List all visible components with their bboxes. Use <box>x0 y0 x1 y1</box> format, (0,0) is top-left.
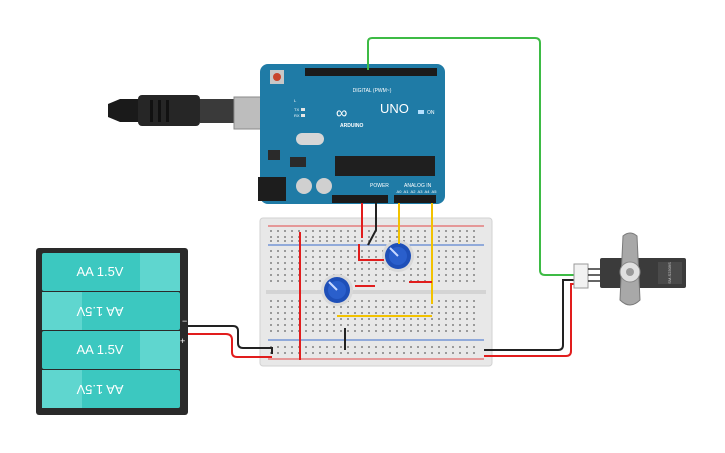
servo-motor[interactable]: SM-S2309S <box>573 232 686 306</box>
breadboard-holes <box>270 230 475 354</box>
arduino-model: UNO <box>380 101 409 116</box>
arduino-brand: ARDUINO <box>340 123 363 129</box>
wires <box>186 37 574 360</box>
capacitor <box>296 178 312 194</box>
analog-pin-a1: A1 <box>404 189 410 194</box>
analog-pin-a2: A2 <box>411 189 417 194</box>
analog-header[interactable] <box>394 195 436 203</box>
analog-header-label: ANALOG IN <box>404 183 432 189</box>
battery-cell-label: AA 1.5V <box>76 382 123 397</box>
crystal-oscillator <box>296 133 324 145</box>
rx-label: RX <box>294 113 300 118</box>
wire-black-gnd <box>367 203 377 246</box>
analog-pin-a5: A5 <box>432 189 438 194</box>
atmega-chip <box>335 156 435 176</box>
wire-servo-power <box>484 283 574 357</box>
battery-cell-2: AA 1.5V <box>42 292 180 330</box>
wire-green-signal <box>367 37 574 276</box>
battery-pack[interactable]: AA 1.5V AA 1.5V AA 1.5V AA 1.5V − + <box>36 248 188 415</box>
analog-pin-a4: A4 <box>425 189 431 194</box>
dc-jack[interactable] <box>258 177 286 201</box>
capacitor <box>316 178 332 194</box>
on-led <box>418 110 424 114</box>
l-label: L <box>294 98 297 103</box>
battery-cell-label: AA 1.5V <box>77 264 124 279</box>
analog-pin-a0: A0 <box>397 189 403 194</box>
servo-connector <box>573 263 589 289</box>
battery-cell-4: AA 1.5V <box>42 370 180 408</box>
battery-cell-label: AA 1.5V <box>77 342 124 357</box>
power-header-label: POWER <box>370 183 389 189</box>
arduino-logo-icon: ∞ <box>336 105 347 122</box>
tx-label: TX <box>294 107 299 112</box>
potentiometer-1[interactable] <box>382 240 414 272</box>
servo-model-label: SM-S2309S <box>667 262 672 284</box>
battery-cell-label: AA 1.5V <box>76 304 123 319</box>
digital-header[interactable] <box>305 68 437 76</box>
power-header[interactable] <box>332 195 388 203</box>
wire-battery-positive <box>186 333 272 358</box>
potentiometer-2[interactable] <box>321 274 353 306</box>
battery-cell-3: AA 1.5V <box>42 331 180 369</box>
battery-plus-label: + <box>180 336 185 346</box>
battery-minus-label: − <box>182 316 187 326</box>
analog-pin-a3: A3 <box>418 189 424 194</box>
arduino-uno-board[interactable]: DIGITAL (PWM~) ∞ ARDUINO UNO ON TX RX L … <box>258 64 445 204</box>
breadboard[interactable] <box>259 217 493 367</box>
on-label: ON <box>427 110 435 116</box>
digital-header-label: DIGITAL (PWM~) <box>353 88 392 94</box>
wire-battery-negative <box>186 325 273 354</box>
wire-servo-gnd <box>484 279 574 351</box>
usb-cable[interactable] <box>108 95 267 130</box>
battery-cell-1: AA 1.5V <box>42 253 180 291</box>
